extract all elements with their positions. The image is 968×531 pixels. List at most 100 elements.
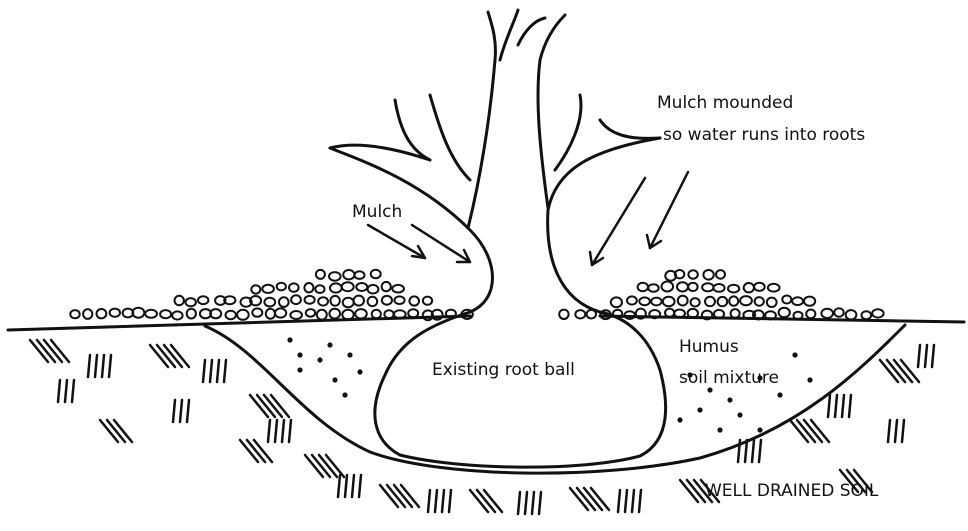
tree: [330, 10, 660, 312]
mulch-pebble: [97, 309, 107, 318]
mulch-pebble: [716, 270, 725, 279]
arrows: [368, 172, 688, 265]
mulch-pebble: [316, 270, 325, 279]
mulch-pebble: [110, 309, 120, 317]
soil-hatch-stroke: [338, 475, 340, 497]
mulch-pebble: [779, 308, 790, 318]
soil-hatch-stroke: [738, 440, 740, 462]
mulch-pebble: [846, 310, 857, 319]
mulch-pebble: [755, 297, 764, 306]
mulch-pebble: [330, 283, 342, 292]
mulch-pebble: [691, 298, 700, 306]
soil-hatch-stroke: [625, 490, 627, 512]
soil-hatch-stroke: [888, 420, 890, 442]
soil-hatch-stroke: [518, 492, 520, 514]
soil-hatch-stroke: [902, 420, 904, 442]
mulch-pebble: [382, 282, 391, 291]
arrow-mounded-1: [590, 178, 645, 265]
mulch-pebble: [611, 297, 622, 307]
mulch-pebble: [275, 308, 286, 317]
mulch-pebble: [782, 296, 791, 304]
soil-hatch-stroke: [918, 345, 920, 367]
soil-hatch-stroke: [275, 420, 277, 442]
soil-hatch-stroke: [173, 400, 175, 422]
mulch-pebble: [368, 285, 379, 294]
mulch-pebble: [371, 270, 381, 279]
humus-dot: [347, 352, 352, 357]
mulch-pebble: [559, 310, 568, 319]
mulch-pebble: [744, 283, 754, 292]
soil-hatch-stroke: [109, 355, 111, 377]
humus-dot: [717, 427, 722, 432]
mulch-pebble: [356, 283, 367, 291]
mulch-pebble: [688, 270, 697, 279]
humus-dot: [297, 352, 302, 357]
soil-hatch-stroke: [345, 475, 347, 497]
soil-hatch-stroke: [449, 490, 451, 512]
mulch-pebble: [186, 298, 196, 306]
soil-hatch-stroke: [352, 475, 354, 497]
mulch-pebble: [237, 310, 249, 320]
mulch-pebble: [279, 297, 289, 307]
mulch-pebble: [342, 310, 353, 320]
mulch-pebble: [133, 308, 145, 318]
soil-hatch-stroke: [88, 355, 90, 377]
soil-hatch-stroke: [102, 355, 104, 377]
label-mulch-mounded-line1: Mulch mounded: [657, 93, 793, 113]
mulch-pebble: [703, 270, 713, 280]
humus-dot: [357, 369, 362, 374]
mulch-pebble: [662, 282, 674, 292]
humus-dot: [757, 427, 762, 432]
humus-dot: [297, 367, 302, 372]
soil-hatch-stroke: [525, 492, 527, 514]
mulch-pebble: [290, 311, 302, 319]
mulch-pebble: [409, 296, 419, 305]
label-humus-line2: soil mixture: [679, 368, 779, 388]
soil-hatch-stroke: [842, 395, 844, 417]
mulch-pebble: [343, 270, 354, 279]
mulch-pebble: [329, 272, 341, 281]
mulch-pebble: [226, 311, 236, 320]
mulch-pebble: [728, 285, 739, 293]
soil-hatch-stroke: [428, 490, 430, 512]
mulch-pebble: [678, 296, 688, 306]
label-existing-root-ball: Existing root ball: [432, 360, 575, 380]
soil-hatch-stroke: [359, 475, 361, 497]
mulch-pebble: [251, 285, 260, 293]
mulch-pebble: [702, 283, 713, 291]
soil-hatch-stroke: [632, 490, 634, 512]
mulch-pebble: [355, 309, 367, 318]
mulch-pebble: [423, 297, 432, 305]
mulch-pebble: [663, 297, 675, 307]
mulch-pebble: [627, 296, 637, 304]
mulch-pebble: [145, 310, 157, 318]
label-humus-line1: Humus: [679, 337, 739, 357]
humus-dot: [697, 407, 702, 412]
mulch-pebble: [304, 283, 313, 292]
soil-hatch-stroke: [925, 345, 927, 367]
mulch-pebble: [834, 308, 843, 316]
mulch-pebble: [575, 310, 585, 318]
mulch-pebble: [806, 310, 815, 319]
mulch-pebble: [372, 310, 381, 319]
mulch-pebble: [262, 285, 274, 293]
mulch-pebble: [872, 309, 883, 317]
mulch-pebble: [754, 283, 765, 291]
mulch-pebble: [394, 296, 404, 304]
mulch-pebble: [648, 284, 658, 292]
soil-hatch-stroke: [539, 492, 541, 514]
mulch-pebble: [83, 309, 92, 319]
soil-hatch-stroke: [180, 400, 182, 422]
soil-hatch-stroke: [759, 440, 761, 462]
mulch-pebbles: [70, 270, 883, 320]
mulch-pebble: [718, 297, 728, 306]
mulch-pebble: [382, 296, 392, 305]
mulch-pebble: [306, 309, 315, 317]
mulch-pebble: [354, 296, 364, 306]
humus-dot: [287, 337, 292, 342]
mulch-pebble: [355, 271, 365, 279]
arrow-mulch-left-1: [368, 225, 425, 258]
mulch-pebble: [277, 283, 286, 291]
mulch-pebble: [291, 295, 301, 304]
